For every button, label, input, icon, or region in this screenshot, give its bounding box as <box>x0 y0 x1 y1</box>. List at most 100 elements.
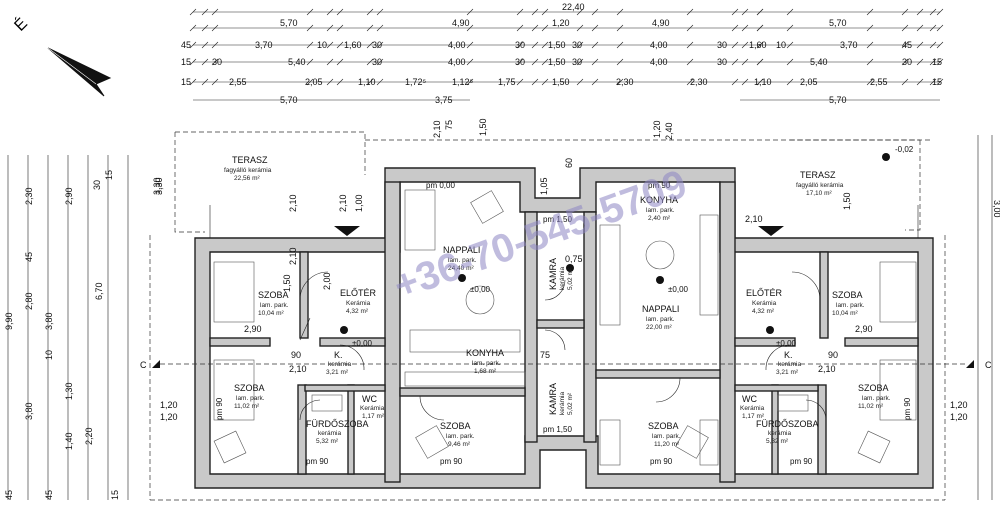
furniture <box>213 189 917 466</box>
dim-tick <box>756 8 764 16</box>
dim-tick <box>929 24 937 32</box>
dim-total: 22,40 <box>562 2 585 12</box>
dim-tick <box>916 24 924 32</box>
dim-label: 3,80 <box>24 402 34 420</box>
dim-tick <box>786 58 794 66</box>
dim-label: 2,30 <box>616 77 634 87</box>
dim-label: 1,30 <box>64 382 74 400</box>
dim-label: 2,10 <box>818 364 836 374</box>
room-area: 4,32 m² <box>752 308 775 315</box>
dim-tick <box>616 24 624 32</box>
room-name: WC <box>742 394 757 404</box>
dim-label: 1,50 <box>842 192 852 210</box>
top-dimension-lines <box>189 8 944 101</box>
dim-label: 2,05 <box>800 77 818 87</box>
dim-tick <box>901 58 909 66</box>
room-name: SZOBA <box>648 421 679 431</box>
dim-tick <box>901 41 909 49</box>
dim-tick <box>936 8 944 16</box>
room-area: 11,20 m² <box>654 441 680 448</box>
dim-tick <box>306 8 314 16</box>
room-area: 2,40 m² <box>648 215 671 222</box>
room-labels: TERASZ fagyálló kerámia 22,56 m² TERASZ … <box>224 155 891 448</box>
dim-label: 1,00 <box>354 194 364 212</box>
dim-tick <box>531 8 539 16</box>
dim-label: 30 <box>92 180 102 190</box>
dim-label: 3,80 <box>44 312 54 330</box>
dim-tick <box>466 78 474 86</box>
level-marker-icon <box>340 326 348 334</box>
dim-tick <box>531 24 539 32</box>
dim-tick <box>686 8 694 16</box>
dim-label: 10 <box>317 40 327 50</box>
room-name: SZOBA <box>858 383 889 393</box>
dim-label: 3,00 <box>992 200 1000 218</box>
dim-tick <box>201 78 209 86</box>
dim-tick <box>516 78 524 86</box>
misc-annotations: 2,10 2,10 1,50 2,00 2,10 1,00 2,90 2,90 … <box>152 118 968 422</box>
dim-tick <box>929 8 937 16</box>
dim-tick <box>916 78 924 86</box>
dim-tick <box>686 24 694 32</box>
room-label-terasz-left: TERASZ fagyálló kerámia 22,56 m² <box>224 155 272 182</box>
room-floor: Kerámia <box>740 405 765 412</box>
dim-label: 45 <box>44 490 54 500</box>
dim-tick <box>541 24 549 32</box>
dim-label: 2,30 <box>24 187 34 205</box>
room-name: NAPPALI <box>443 245 480 255</box>
dim-tick <box>306 78 314 86</box>
room-area: 5,02 m² <box>567 392 574 415</box>
level-labels: pm 0,00 pm 90 pm 1,50 pm 1,50 ±0,00 ±0,0… <box>215 145 914 466</box>
dim-tick <box>211 58 219 66</box>
dim-tick <box>741 78 749 86</box>
room-label-k-right: K. kerámia 3,21 m² <box>776 350 802 376</box>
dim-tick <box>376 58 384 66</box>
dim-tick <box>756 24 764 32</box>
dim-tick <box>866 58 874 66</box>
dim-tick <box>731 24 739 32</box>
room-label-k-left: K. kerámia 3,21 m² <box>326 350 352 376</box>
room-name: SZOBA <box>258 290 289 300</box>
dim-tick <box>541 78 549 86</box>
dim-tick <box>531 41 539 49</box>
dim-tick <box>516 24 524 32</box>
section-label: C <box>985 360 992 370</box>
level-marker-icon <box>566 264 574 272</box>
room-label-furdoszoba-left: FÜRDŐSZOBA kerámia 5,32 m² <box>306 419 369 445</box>
dim-label: 45 <box>181 40 191 50</box>
dim-tick <box>201 41 209 49</box>
dim-label: 4,90 <box>652 18 670 28</box>
dim-tick <box>936 78 944 86</box>
dim-label: 30 <box>717 40 727 50</box>
dim-tick <box>189 78 197 86</box>
dim-tick <box>466 41 474 49</box>
room-floor: lam. park. <box>472 360 501 367</box>
dim-tick <box>616 78 624 86</box>
room-floor: lam. park. <box>646 316 675 323</box>
room-name: SZOBA <box>440 421 471 431</box>
room-label-kamra-top: KAMRA kerámia 5,02 m² <box>548 258 574 290</box>
dim-label: 2,30 <box>690 77 708 87</box>
room-area: 22,56 m² <box>234 175 260 182</box>
section-markers: C C <box>140 360 992 370</box>
dim-tick <box>201 8 209 16</box>
dim-row-2: 5,70 4,90 1,20 4,90 5,70 <box>280 18 847 28</box>
dim-tick <box>336 8 344 16</box>
room-name: KONYHA <box>640 195 678 205</box>
room-label-szoba-2: SZOBA lam. park. 10,04 m² <box>832 290 865 317</box>
dim-tick <box>901 8 909 16</box>
room-label-szoba-6: SZOBA lam. park. 11,02 m² <box>858 383 891 410</box>
dim-tick <box>756 41 764 49</box>
dim-tick <box>741 8 749 16</box>
dim-label: 3,30 <box>152 177 162 195</box>
room-floor: lam. park. <box>260 302 289 309</box>
level-label: ±0,00 <box>470 285 491 294</box>
level-label: pm 1,50 <box>543 425 572 434</box>
dim-tick <box>929 78 937 86</box>
dim-tick <box>326 58 334 66</box>
dim-tick <box>686 41 694 49</box>
room-area: 5,32 m² <box>766 438 789 445</box>
room-floor: kerámia <box>768 430 792 437</box>
room-label-kamra-bottom: KAMRA kerámia 5,02 m² <box>548 383 574 415</box>
compass-letter: É <box>10 14 31 35</box>
